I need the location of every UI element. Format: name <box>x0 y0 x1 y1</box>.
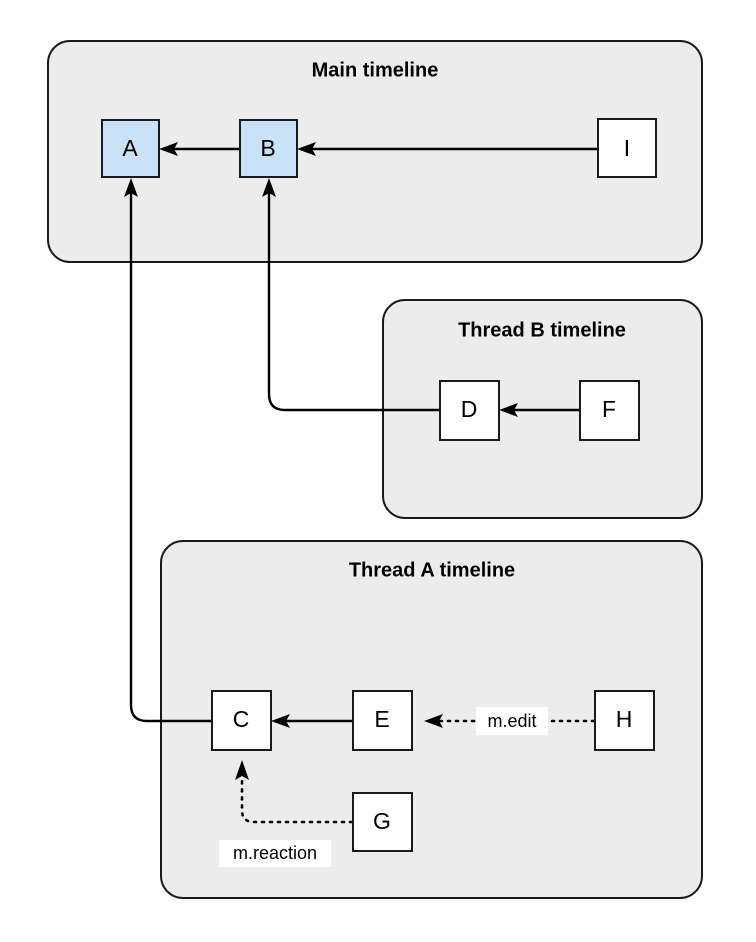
node-b-box <box>239 119 298 178</box>
edge-c-to-a[interactable] <box>124 178 211 723</box>
edge-g-to-c-arrowhead <box>235 760 249 780</box>
container-thread-b-timeline-title: Thread B timeline <box>458 319 626 341</box>
edge-c-to-a-line <box>129 192 211 723</box>
node-f-label: F <box>602 396 616 422</box>
container-main-timeline[interactable]: Main timeline <box>47 40 703 263</box>
node-a-box <box>101 119 160 178</box>
node-c-label: C <box>233 706 250 732</box>
node-g-box <box>352 792 413 852</box>
node-f[interactable]: F <box>579 380 640 441</box>
node-h-label: H <box>616 706 633 732</box>
node-e-label: E <box>374 706 389 732</box>
node-h-box <box>594 690 655 751</box>
node-e-box <box>352 690 413 751</box>
edge-d-to-b-arrowhead <box>262 178 276 197</box>
edge-h-to-e-label-background <box>476 707 548 735</box>
node-i-box <box>597 118 657 178</box>
edge-g-to-c-label-background <box>219 840 331 867</box>
node-b-label: B <box>260 135 275 161</box>
edge-g-to-c-label: m.reaction <box>233 843 317 863</box>
node-g[interactable]: G <box>352 792 413 852</box>
node-d-box <box>439 380 500 441</box>
edge-e-to-c-arrowhead <box>271 714 290 728</box>
edge-b-to-a-arrowhead <box>159 142 178 156</box>
container-main-timeline-title: Main timeline <box>312 59 439 81</box>
node-g-label: G <box>373 808 391 834</box>
node-h[interactable]: H <box>594 690 655 751</box>
edge-i-to-b[interactable] <box>297 142 597 156</box>
edge-e-to-c[interactable] <box>271 714 352 728</box>
edge-g-to-c-line <box>240 774 354 824</box>
edge-h-to-e-arrowhead <box>424 714 443 728</box>
node-f-box <box>579 380 640 441</box>
node-c[interactable]: C <box>211 690 272 751</box>
node-b[interactable]: B <box>239 119 298 178</box>
edge-f-to-d[interactable] <box>499 403 579 417</box>
node-i-label: I <box>624 135 630 161</box>
edge-h-to-e-label: m.edit <box>487 711 536 731</box>
node-c-box <box>211 690 272 751</box>
container-main-timeline-shape <box>47 40 703 263</box>
edge-b-to-a[interactable] <box>159 142 239 156</box>
node-i[interactable]: I <box>597 118 657 178</box>
node-e[interactable]: E <box>352 690 413 751</box>
edge-c-to-a-arrowhead <box>124 178 138 197</box>
edge-f-to-d-arrowhead <box>499 403 518 417</box>
edge-i-to-b-arrowhead <box>297 142 316 156</box>
node-d-label: D <box>461 396 478 422</box>
container-thread-a-timeline-title: Thread A timeline <box>349 559 515 581</box>
node-d[interactable]: D <box>439 380 500 441</box>
node-a-label: A <box>122 135 138 161</box>
edge-d-to-b-line <box>267 192 439 412</box>
edge-d-to-b[interactable] <box>262 178 439 412</box>
node-a[interactable]: A <box>101 119 160 178</box>
edge-g-to-c[interactable]: m.reaction <box>219 760 354 867</box>
edge-h-to-e[interactable]: m.edit <box>424 707 596 735</box>
